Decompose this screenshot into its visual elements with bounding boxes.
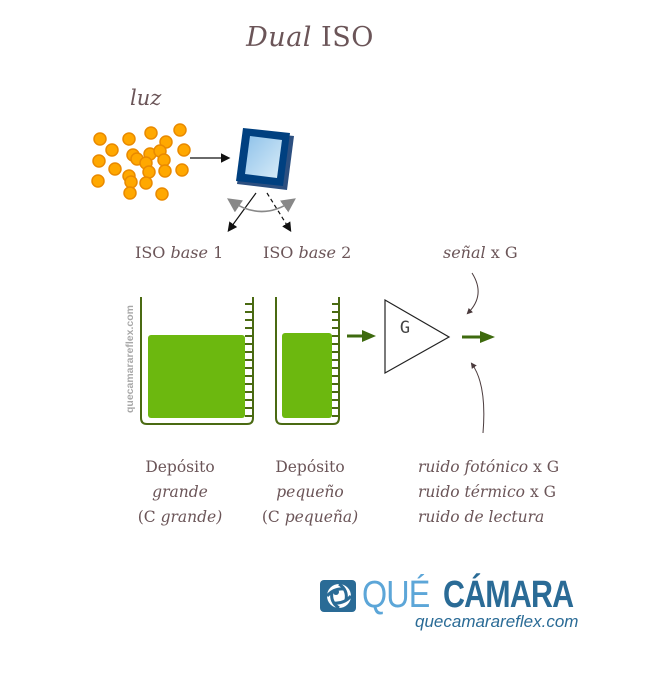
well-small-line3-prefix: (C xyxy=(261,508,280,526)
page-title: Dual ISO xyxy=(0,22,620,53)
signal-label: señal x G xyxy=(443,243,518,262)
light-label: luz xyxy=(130,86,162,110)
well-large-line3-italic: grande) xyxy=(160,508,223,526)
logo-shutter-icon xyxy=(320,580,356,612)
switch-arc-icon xyxy=(227,198,296,213)
logo-url: quecamarareflex.com xyxy=(415,612,579,631)
iso1-italic: base xyxy=(170,243,208,262)
noise-item: ruido de lectura xyxy=(418,505,559,530)
well-small-line2: pequeño xyxy=(276,483,344,501)
iso1-number: 1 xyxy=(213,243,224,262)
well-large-line3-prefix: (C xyxy=(137,508,156,526)
well-small-caption: Depósito pequeño (C pequeña) xyxy=(255,455,365,530)
logo-text-que: QUÉ xyxy=(362,574,430,616)
well-small xyxy=(275,297,340,425)
signal-annotation-arrow xyxy=(466,272,479,315)
well-large-caption: Depósito grande (C grande) xyxy=(125,455,235,530)
noise-list: ruido fotónico x G ruido térmico x G rui… xyxy=(418,455,559,530)
iso2-number: 2 xyxy=(341,243,352,262)
amplifier-label: G xyxy=(399,318,411,338)
noise-item: ruido fotónico x G xyxy=(418,455,559,480)
arrow-to-amplifier xyxy=(347,330,376,342)
noise-item-label: ruido térmico xyxy=(418,483,526,501)
title-suffix: ISO xyxy=(321,22,374,53)
well-large-line2: grande xyxy=(152,483,208,501)
watermark-text: quecamarareflex.com xyxy=(124,305,136,413)
noise-item-factor: x G xyxy=(533,458,560,476)
iso2-italic: base xyxy=(298,243,336,262)
signal-italic: señal xyxy=(443,243,486,262)
amplifier-triangle-icon xyxy=(384,298,451,375)
well-large-line1: Depósito xyxy=(145,458,215,476)
well-small-line1: Depósito xyxy=(275,458,345,476)
iso1-prefix: ISO xyxy=(135,243,166,262)
arrow-output xyxy=(462,331,495,343)
title-main: Dual xyxy=(246,22,312,53)
logo-text-camara: CÁMARA xyxy=(443,574,574,616)
noise-item: ruido térmico x G xyxy=(418,480,559,505)
path-arrow-iso2 xyxy=(266,192,292,233)
sensor-pixel-icon xyxy=(236,128,294,190)
well-large xyxy=(140,297,254,425)
iso-base-2-label: ISO base 2 xyxy=(263,243,351,262)
noise-item-label: ruido de lectura xyxy=(418,508,545,526)
iso2-prefix: ISO xyxy=(263,243,294,262)
noise-annotation-arrow xyxy=(470,362,485,434)
noise-item-factor: x G xyxy=(529,483,557,501)
well-small-line3-italic: pequeña) xyxy=(284,508,359,526)
signal-rest: x G xyxy=(490,243,518,262)
photon-cluster xyxy=(91,123,191,201)
path-arrow-iso1 xyxy=(227,192,257,232)
iso-base-1-label: ISO base 1 xyxy=(135,243,223,262)
noise-item-label: ruido fotónico xyxy=(418,458,529,476)
